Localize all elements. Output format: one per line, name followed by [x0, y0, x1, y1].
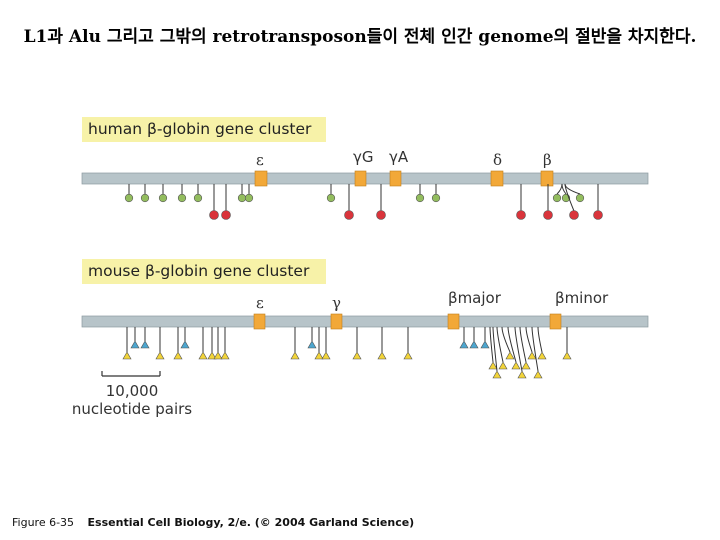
human-gene-box: [490, 170, 504, 187]
mouse-l1-marker: [290, 327, 300, 360]
human-l1-marker: [543, 184, 553, 220]
mouse-b1-marker: [140, 327, 150, 349]
mouse-l1-marker: [173, 327, 183, 360]
mouse-l1-marker: [488, 326, 498, 370]
mouse-b1-marker: [459, 327, 469, 349]
human-alu-marker: [564, 183, 585, 203]
mouse-b1-marker: [180, 327, 190, 349]
human-alu-marker: [552, 183, 563, 203]
human-l1-marker: [344, 184, 354, 220]
human-gene-gamma-g-label: γG: [353, 148, 374, 166]
human-gene-box: [389, 170, 402, 187]
human-l1-marker: [593, 184, 603, 220]
mouse-gene-epsilon-label: ε: [256, 294, 264, 312]
mouse-cluster-label: mouse β-globin gene cluster: [82, 259, 326, 284]
figure-caption: Figure 6-35 Essential Cell Biology, 2/e.…: [12, 516, 414, 529]
mouse-l1-marker: [403, 327, 413, 360]
human-gene-box: [540, 170, 554, 187]
human-gene-boxes: [254, 170, 554, 187]
mouse-gene-box: [549, 313, 562, 330]
figure-source: Essential Cell Biology, 2/e. (© 2004 Gar…: [87, 516, 415, 529]
mouse-gene-box: [447, 313, 460, 330]
human-l1-marker: [209, 184, 219, 220]
human-gene-delta-label: δ: [493, 151, 503, 169]
mouse-l1-marker: [155, 327, 165, 360]
human-alu-marker: [237, 184, 247, 203]
mouse-l1-marker: [562, 327, 572, 360]
human-gene-box: [354, 170, 367, 187]
human-gene-gamma-a-label: γA: [389, 148, 409, 166]
mouse-gene-box: [253, 313, 266, 330]
mouse-l1-marker: [198, 327, 208, 360]
human-alu-marker: [140, 184, 150, 203]
mouse-l1-marker: [514, 326, 527, 379]
mouse-gene-beta-major-label: βmajor: [448, 289, 501, 307]
figure-number: Figure 6-35: [12, 516, 75, 529]
mouse-l1-marker: [492, 326, 502, 379]
human-l1-marker: [221, 184, 231, 220]
mouse-l1-marker: [352, 327, 362, 360]
mouse-l1-marker: [207, 327, 217, 360]
human-alu-marker: [177, 184, 187, 203]
mouse-l1-marker: [525, 326, 537, 360]
mouse-gene-gamma-label: γ: [332, 294, 341, 312]
mouse-chromosome-bar: [81, 315, 649, 328]
mouse-l1-marker: [501, 326, 515, 360]
mouse-gene-boxes: [253, 313, 562, 330]
human-l1-marker: [376, 184, 386, 220]
mouse-l1-marker: [122, 327, 132, 360]
human-gene-box: [254, 170, 268, 187]
human-alu-marker: [158, 184, 168, 203]
mouse-b1-marker: [480, 327, 490, 349]
mouse-gene-box: [330, 313, 343, 330]
mouse-l1-marker: [496, 326, 508, 370]
mouse-l1-marker: [537, 326, 547, 360]
human-l1-marker: [516, 184, 526, 220]
human-gene-beta-label: β: [543, 151, 552, 169]
human-transposon-markers: [124, 183, 603, 220]
mouse-l1-marker: [314, 327, 324, 360]
mouse-gene-beta-minor-label: βminor: [555, 289, 609, 307]
human-cluster-label: human β-globin gene cluster: [82, 117, 326, 142]
slide-title: L1과 Alu 그리고 그밖의 retrotransposon들이 전체 인간 …: [23, 27, 697, 47]
mouse-l1-marker: [213, 327, 223, 360]
human-alu-marker: [326, 184, 336, 203]
human-alu-marker: [431, 184, 441, 203]
human-alu-marker: [193, 184, 203, 203]
human-alu-marker: [244, 184, 254, 203]
mouse-b1-marker: [469, 327, 479, 349]
human-alu-marker: [415, 184, 425, 203]
mouse-l1-marker: [531, 326, 543, 379]
mouse-b1-marker: [307, 327, 317, 349]
scale-bar: [101, 371, 161, 377]
mouse-l1-marker: [377, 327, 387, 360]
human-alu-marker: [124, 184, 134, 203]
scale-number: 10,000: [105, 382, 159, 400]
mouse-l1-marker: [220, 327, 230, 360]
scale-unit: nucleotide pairs: [71, 400, 193, 418]
mouse-l1-marker: [519, 326, 531, 370]
mouse-b1-marker: [130, 327, 140, 349]
human-gene-epsilon-label: ε: [256, 151, 264, 169]
mouse-l1-marker: [321, 327, 331, 360]
mouse-transposon-markers: [122, 326, 572, 379]
mouse-l1-marker: [507, 326, 521, 370]
